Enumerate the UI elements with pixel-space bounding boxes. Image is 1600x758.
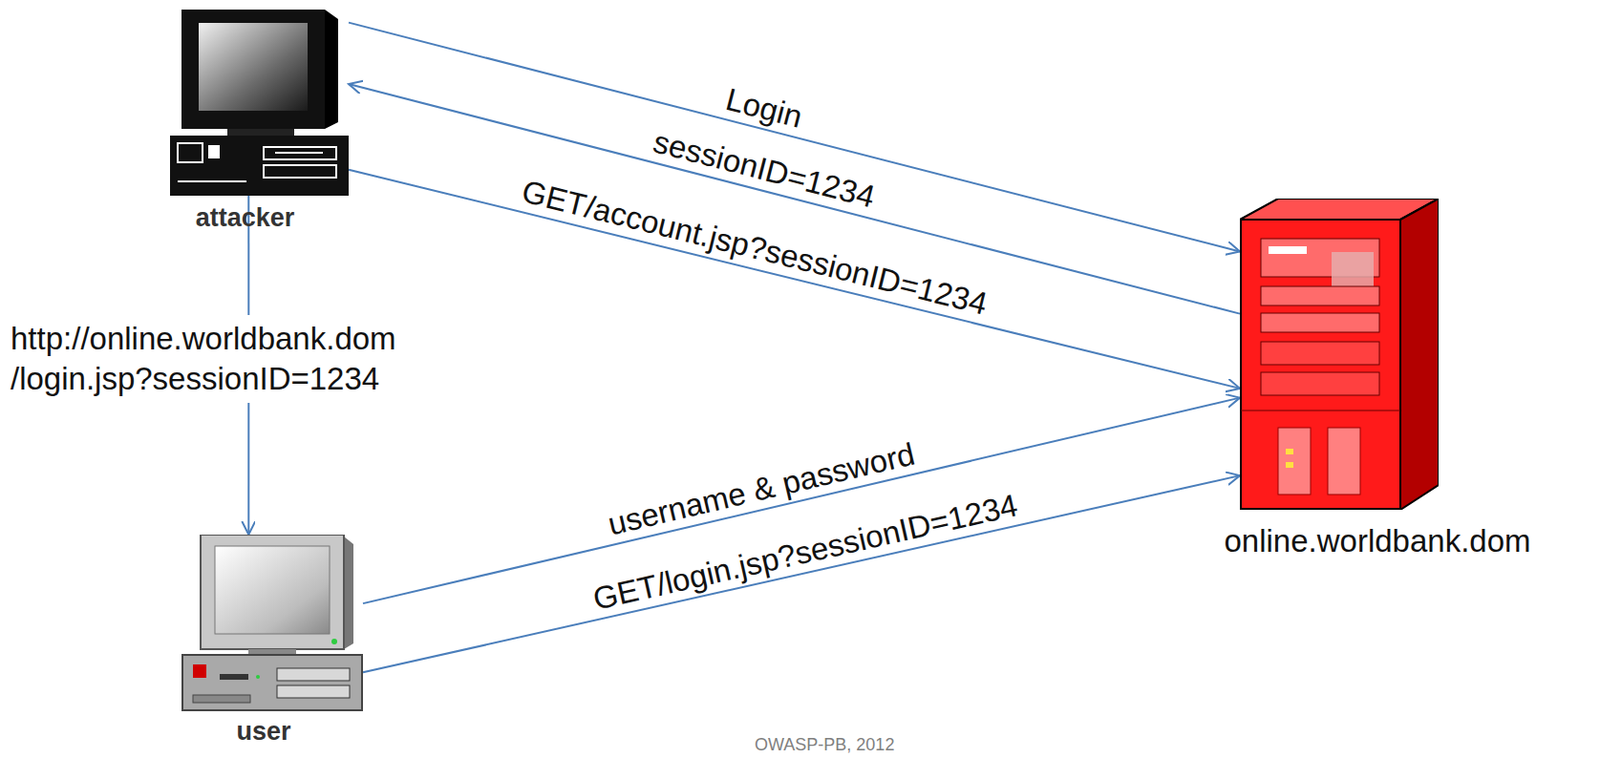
arrow-connector <box>348 170 1240 389</box>
arrow-connector <box>362 398 1240 605</box>
attacker-computer-icon <box>170 9 349 196</box>
edge-label: http://online.worldbank.dom /login.jsp?s… <box>10 315 422 404</box>
arrow-connector <box>362 475 1240 673</box>
user-computer-icon <box>181 534 363 712</box>
edge-label: GET/account.jsp?sessionID=1234 <box>518 175 990 320</box>
footer-note: OWASP-PB, 2012 <box>754 735 895 756</box>
arrow-connector <box>348 22 1240 253</box>
computer-node: user <box>181 534 363 712</box>
edge-label: sessionID=1234 <box>650 126 878 214</box>
edge-label: Login <box>722 83 805 133</box>
node-label: user <box>235 717 291 747</box>
node-label: online.worldbank.dom <box>1223 523 1531 560</box>
node-label: attacker <box>195 203 296 234</box>
server-icon <box>1239 198 1439 511</box>
computer-node: attacker <box>170 9 349 196</box>
computer-node: online.worldbank.dom <box>1239 198 1439 511</box>
